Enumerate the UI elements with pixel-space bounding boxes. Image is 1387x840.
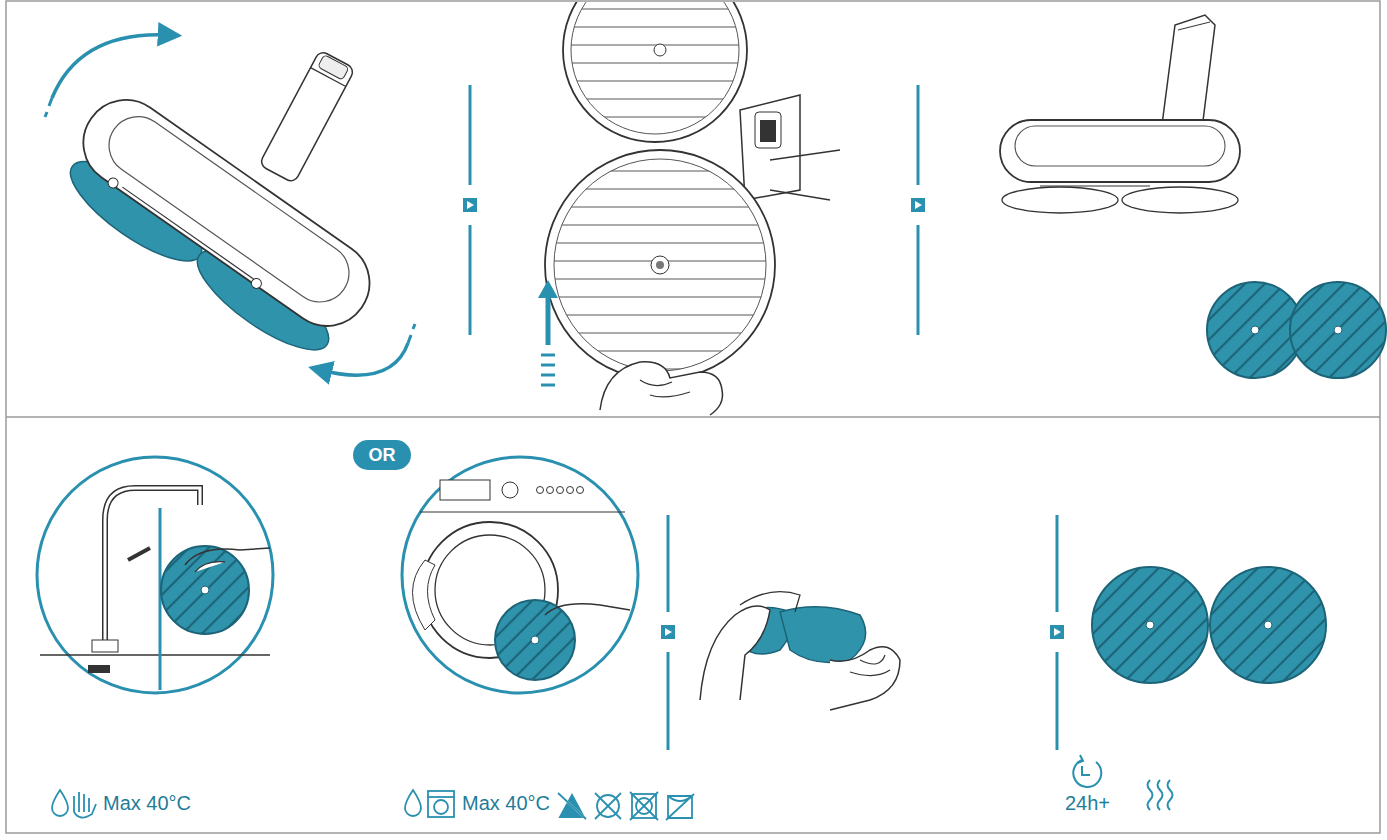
mop-head-with-pads xyxy=(45,35,415,375)
care-label: 24h+ xyxy=(1065,792,1110,815)
mop-head-without-pads xyxy=(1000,15,1240,213)
care-symbol xyxy=(52,790,694,820)
wringing-hands xyxy=(700,592,900,710)
care-label: Max 40°C xyxy=(462,792,550,815)
pad-removal xyxy=(538,2,840,415)
mop-pad xyxy=(1207,282,1386,378)
pill-badge: OR xyxy=(353,440,411,470)
machine-wash xyxy=(402,457,638,693)
node-text: OR xyxy=(369,445,396,466)
mop-pad xyxy=(1092,567,1326,683)
hand-wash xyxy=(37,457,273,693)
care-label: Max 40°C xyxy=(103,792,191,815)
step-separator xyxy=(470,85,1057,750)
